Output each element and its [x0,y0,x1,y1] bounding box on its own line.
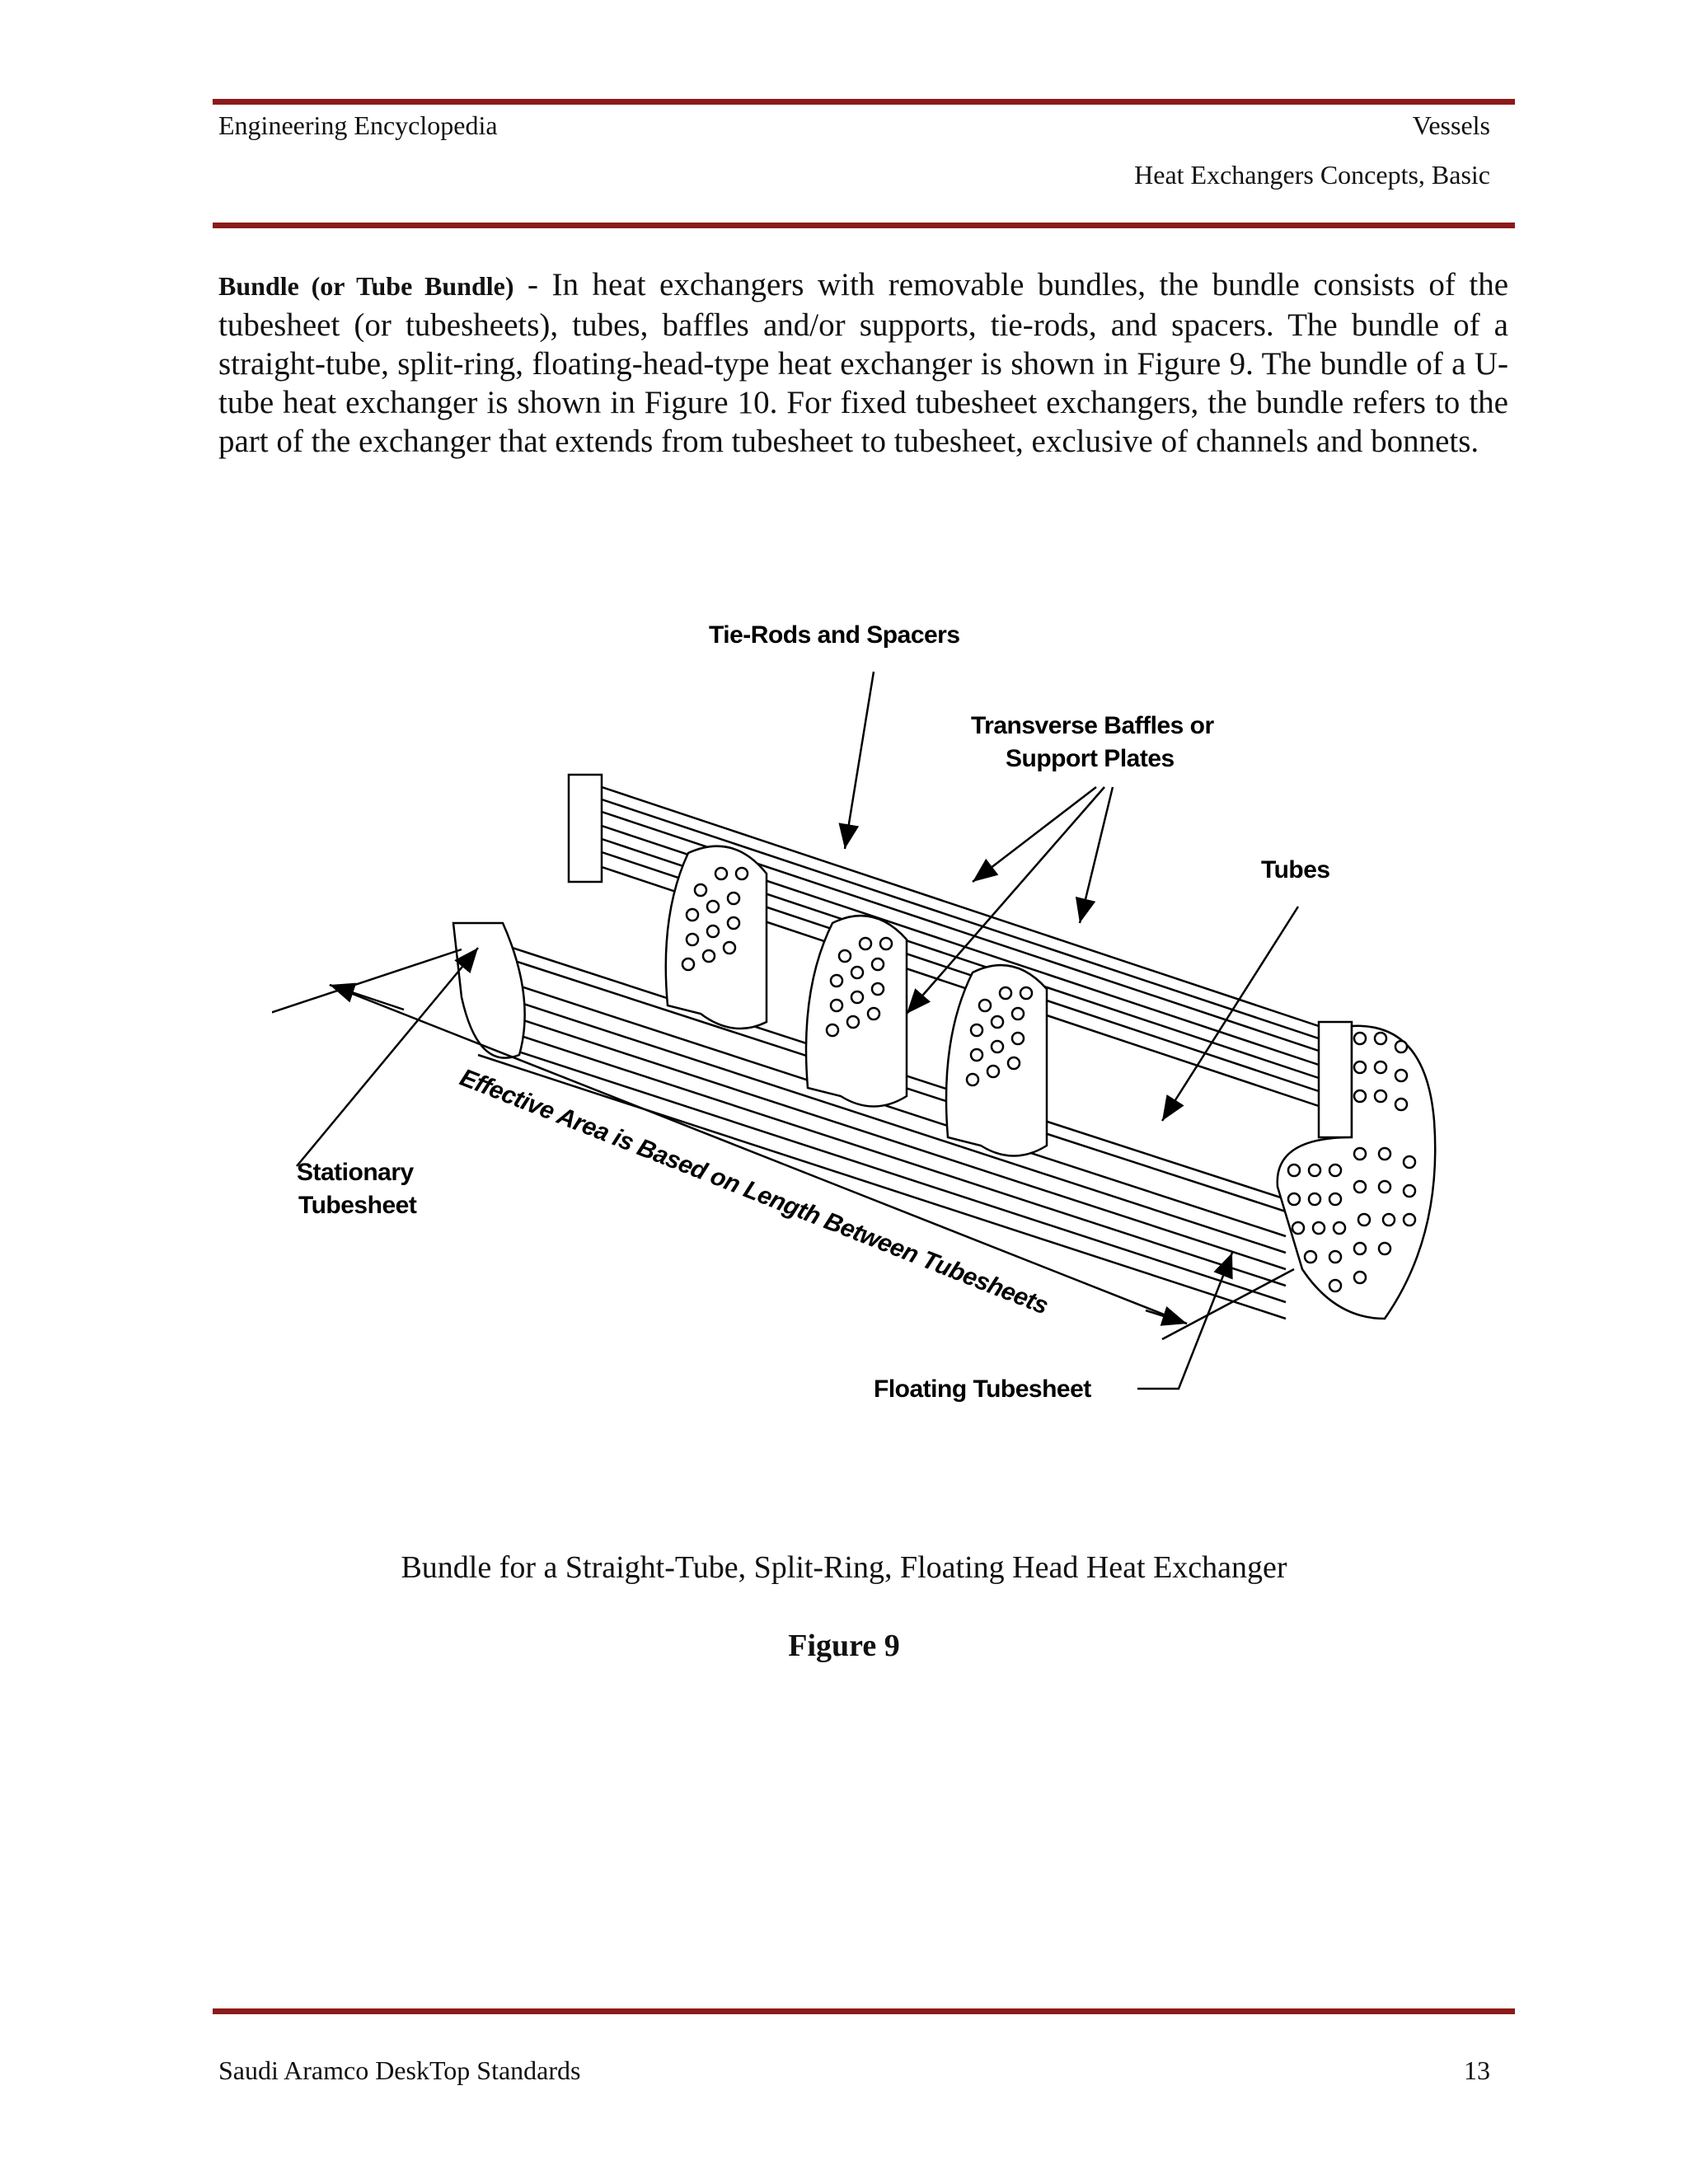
floating-tubesheet-holes [1287,1031,1417,1293]
floating-tubesheet-back-plate [1317,1020,1353,1139]
label-baffles-line2: Support Plates [1006,745,1175,772]
header-left-title: Engineering Encyclopedia [218,110,498,140]
baffle-1-holes [681,866,749,972]
arrow-baffles-c [1075,786,1114,924]
header-right-title: Vessels [1412,110,1490,140]
tube-bundle-figure: Tie-Rods and Spacers Transverse Baffles … [272,621,1437,1403]
arrow-stationary [296,947,479,1167]
baffle-3-holes [965,986,1034,1087]
arrow-tie-rods [838,671,875,850]
footer-left: Saudi Aramco DeskTop Standards [218,2055,581,2085]
page-number: 13 [1464,2055,1490,2085]
label-floating-tubesheet: Floating Tubesheet [874,1376,1091,1403]
arrow-baffles-a [972,786,1097,883]
arrow-floating [1137,1252,1234,1390]
arrow-baffles-b [906,786,1105,1015]
floating-tubesheet [1276,1024,1437,1320]
body-paragraph: Bundle (or Tube Bundle) - In heat exchan… [218,265,1508,461]
body-definition: - In heat exchangers with removable bund… [218,267,1508,459]
stationary-tubesheet-back-plate [567,773,603,883]
figure-number: Figure 9 [788,1629,900,1663]
header-subtitle: Heat Exchangers Concepts, Basic [1134,160,1490,190]
dimension-line [329,983,1188,1325]
header-bottom-rule [213,223,1515,228]
figure-caption: Bundle for a Straight-Tube, Split-Ring, … [401,1550,1287,1585]
baffle-2-holes [825,936,893,1038]
footer-rule [213,2008,1515,2014]
label-tubes: Tubes [1261,856,1330,883]
label-stationary-line2: Tubesheet [298,1192,417,1219]
term-bundle: Bundle (or Tube Bundle) [218,271,514,301]
baffle-1 [664,845,768,1030]
header-top-rule [213,99,1515,105]
label-stationary-line1: Stationary [297,1159,415,1186]
label-tie-rods: Tie-Rods and Spacers [709,621,960,649]
label-baffles-line1: Transverse Baffles or [971,712,1214,739]
arrow-tubes [1160,906,1300,1122]
